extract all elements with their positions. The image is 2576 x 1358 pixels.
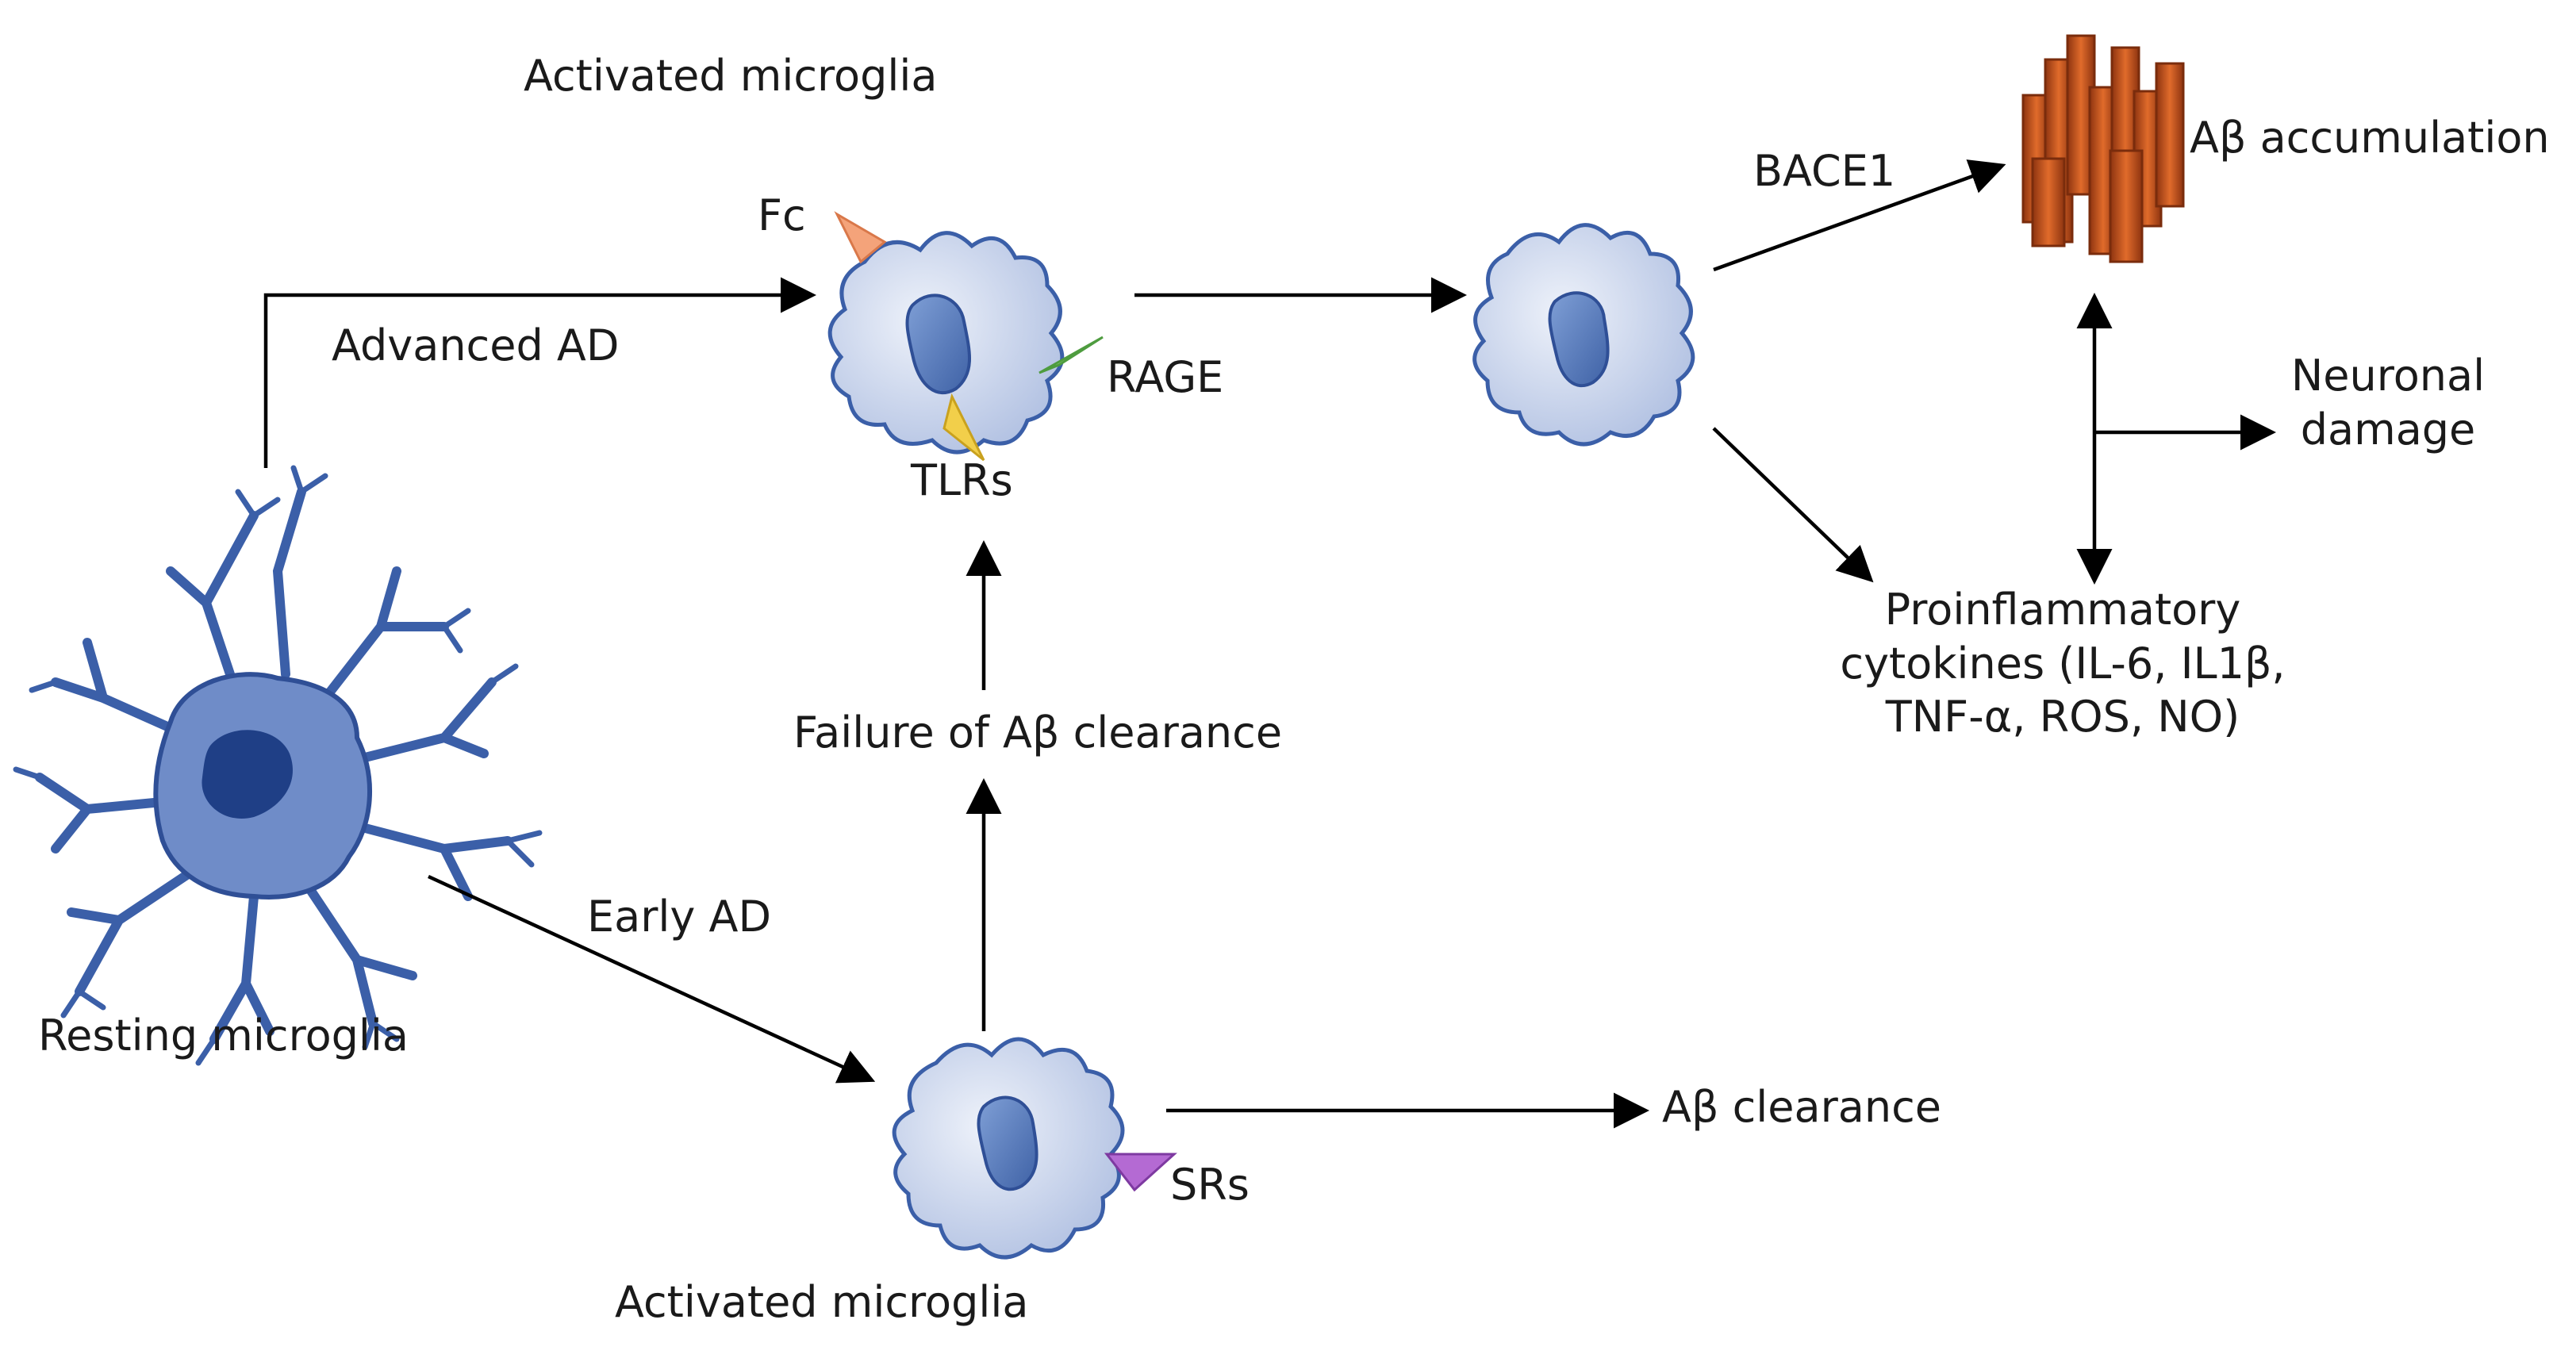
arrow-bace1 — [1713, 159, 2006, 272]
srs-label: SRs — [1170, 1160, 1250, 1210]
cytokines-line-2: cytokines (IL-6, IL1β, — [1840, 638, 2286, 689]
advanced-ad-label: Advanced AD — [332, 320, 620, 370]
rage-label: RAGE — [1107, 352, 1224, 402]
early-ad-label: Early AD — [587, 892, 772, 942]
arrow-advanced-ad — [263, 277, 816, 468]
srs-receptor-icon — [1104, 1153, 1177, 1192]
activated-microglia-bottom-label: Activated microglia — [615, 1277, 1029, 1327]
activated-microglia-top-cell — [827, 211, 1104, 462]
fc-label: Fc — [758, 190, 806, 240]
activated-microglia-right-cell — [1472, 223, 1695, 447]
pathway-arrows — [263, 159, 2276, 1129]
activated-microglia-top-label: Activated microglia — [524, 51, 938, 101]
resting-microglia-cell — [13, 465, 543, 1066]
failure-of-clearance-label: Failure of Aβ clearance — [793, 708, 1283, 758]
neuronal-damage-label: Neuronal damage — [2285, 349, 2491, 456]
fc-receptor-icon — [834, 211, 887, 264]
proinflammatory-cytokines-label: Proinflammatory cytokines (IL-6, IL1β, T… — [1809, 583, 2317, 744]
tlrs-label: TLRs — [911, 455, 1013, 505]
arrow-early-ad — [428, 874, 876, 1084]
rage-receptor-icon — [1038, 336, 1104, 374]
bace1-label: BACE1 — [1753, 146, 1896, 196]
abeta-clearance-label: Aβ clearance — [1662, 1082, 1942, 1132]
abeta-accumulation-label: Aβ accumulation — [2190, 113, 2550, 163]
amyloid-plaque-icon — [2021, 34, 2185, 263]
neuronal-damage-line-1: Neuronal — [2290, 351, 2486, 401]
cytokines-line-1: Proinflammatory — [1884, 585, 2241, 635]
activated-microglia-bottom-cell — [892, 1037, 1177, 1260]
neuronal-damage-line-2: damage — [2300, 404, 2476, 455]
cytokines-line-3: TNF-α, ROS, NO) — [1885, 692, 2240, 742]
resting-microglia-label: Resting microglia — [38, 1011, 409, 1061]
tlrs-receptor-icon — [942, 393, 985, 462]
arrow-to-cytokines — [1712, 427, 1874, 583]
